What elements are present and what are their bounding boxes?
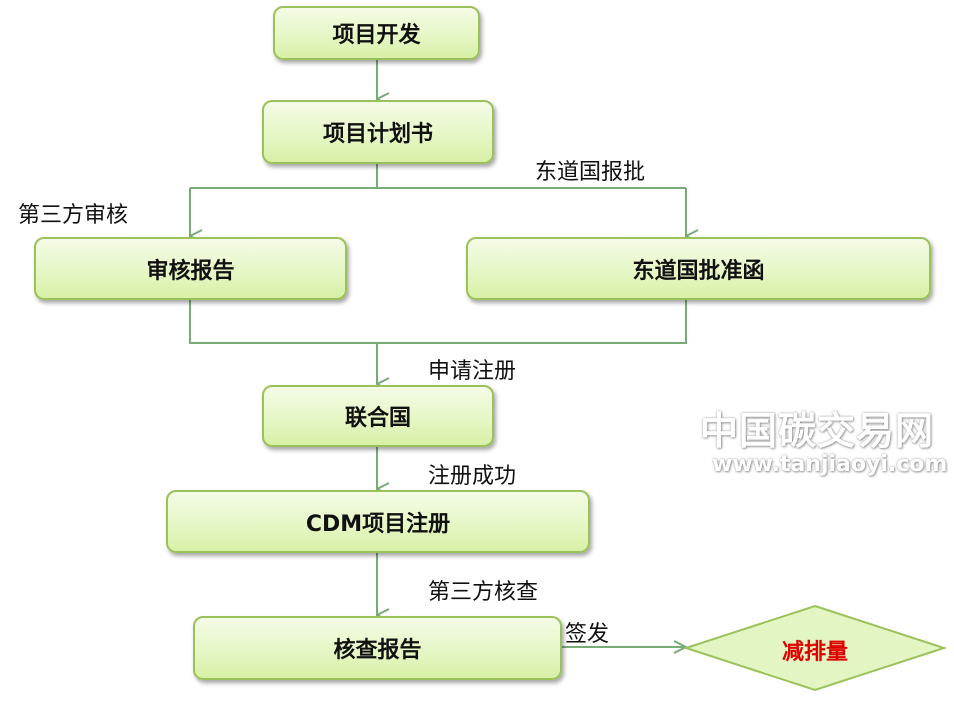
edge-label-host-submit: 东道国报批 bbox=[535, 160, 646, 185]
watermark-title: 中国碳交易网 bbox=[700, 409, 935, 453]
node-label: 东道国批准函 bbox=[632, 258, 765, 284]
node-emission-reduction-label: 减排量 bbox=[782, 640, 849, 665]
edge-label-apply-registration: 申请注册 bbox=[428, 359, 517, 384]
edge-label-third-party-audit: 第三方审核 bbox=[18, 203, 129, 228]
node-label: 项目开发 bbox=[332, 23, 421, 48]
node-cdm-registration: CDM项目注册 bbox=[166, 490, 590, 553]
edge-label-issue: 签发 bbox=[565, 622, 610, 647]
node-host-approval: 东道国批准函 bbox=[466, 237, 931, 300]
edge-label-registration-success: 注册成功 bbox=[428, 464, 517, 489]
node-label: 项目计划书 bbox=[322, 122, 433, 147]
node-project-dev: 项目开发 bbox=[273, 6, 480, 60]
node-label: 联合国 bbox=[344, 406, 411, 431]
node-label: 核查报告 bbox=[333, 638, 422, 663]
emission-reduction-diamond bbox=[682, 604, 948, 692]
merge-lines bbox=[189, 300, 687, 344]
node-verification-report: 核查报告 bbox=[193, 616, 562, 680]
node-project-plan: 项目计划书 bbox=[262, 100, 494, 164]
node-label: 审核报告 bbox=[146, 258, 235, 284]
node-audit-report: 审核报告 bbox=[34, 237, 347, 300]
node-label: CDM项目注册 bbox=[305, 511, 451, 537]
node-un: 联合国 bbox=[262, 385, 494, 447]
watermark-url: www.tanjiaoyi.com bbox=[712, 452, 948, 477]
edge-label-third-party-verify: 第三方核查 bbox=[428, 580, 539, 605]
